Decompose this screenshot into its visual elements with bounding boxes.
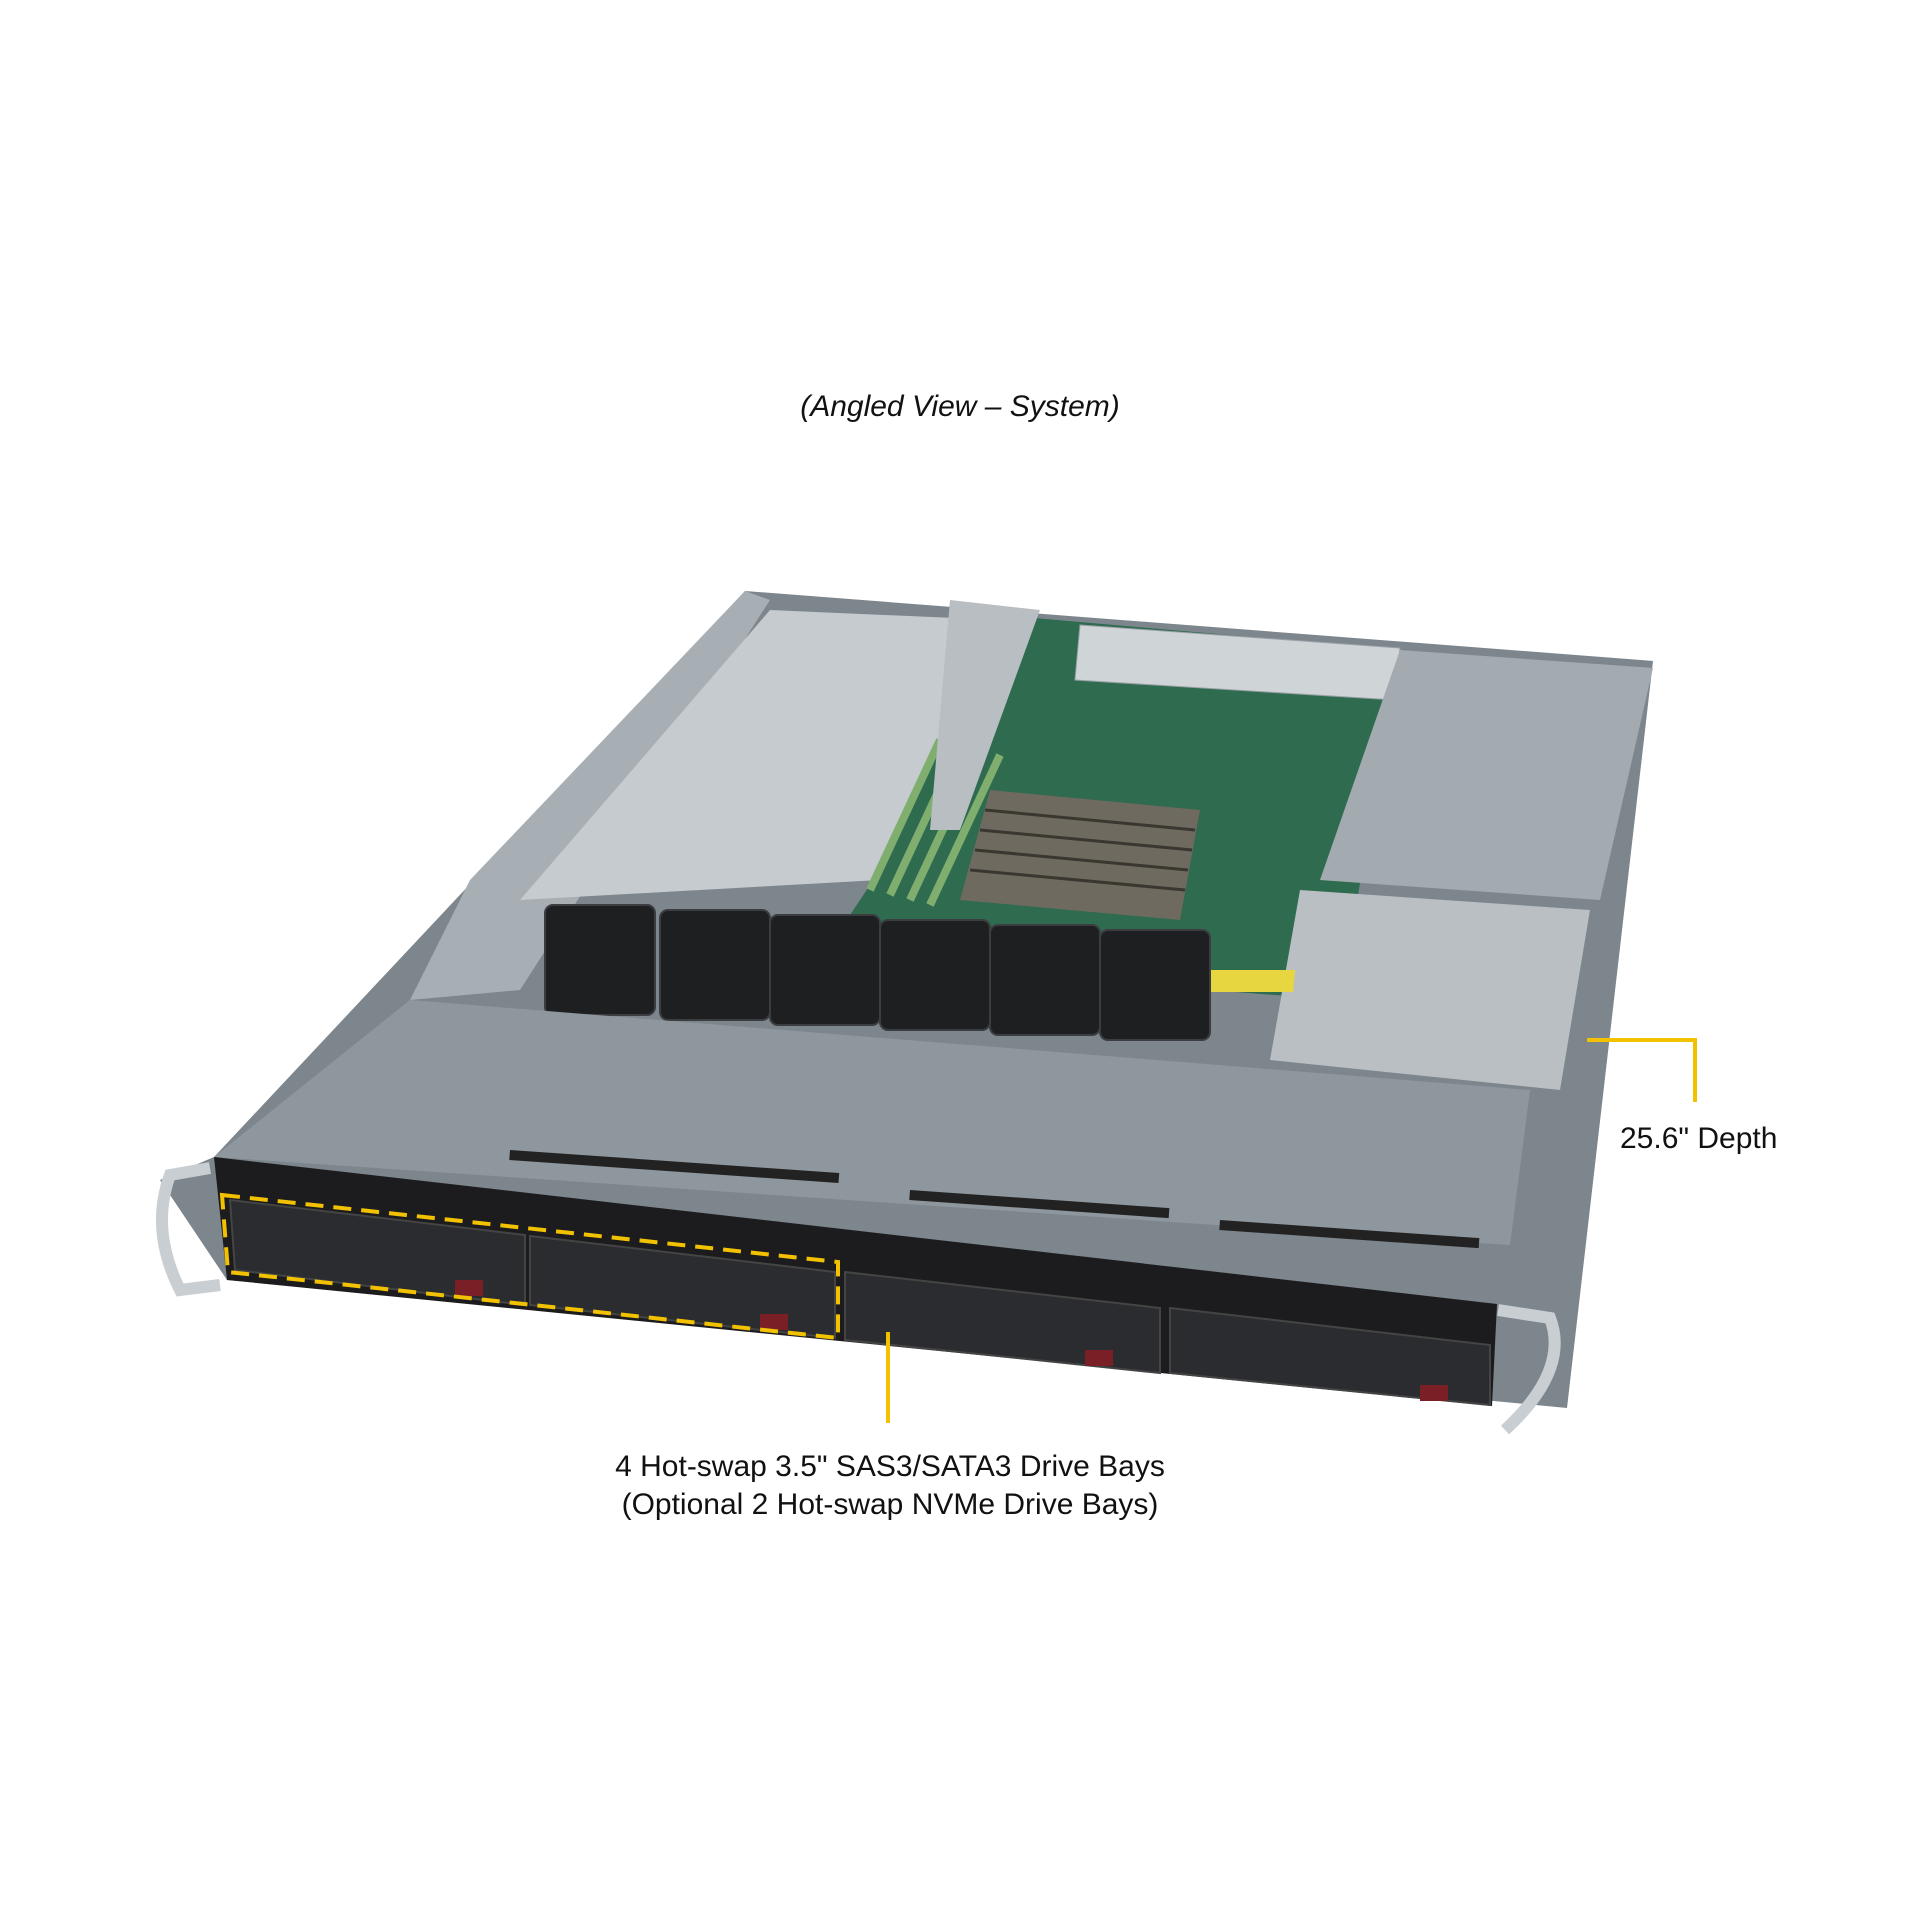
cooling-fans xyxy=(544,904,1211,1041)
drive-bays-label: 4 Hot-swap 3.5" SAS3/SATA3 Drive Bays (O… xyxy=(560,1448,1220,1524)
psu-warning-label xyxy=(1203,970,1296,992)
drive-bay-3 xyxy=(844,1270,1161,1375)
drive-bays-label-line1: 4 Hot-swap 3.5" SAS3/SATA3 Drive Bays xyxy=(615,1450,1165,1483)
top-cover xyxy=(214,1000,1530,1245)
chassis-floor xyxy=(520,610,1000,900)
heatsink-fins xyxy=(969,808,1196,892)
power-supply xyxy=(1320,650,1653,900)
cpu-heatsink xyxy=(960,790,1200,920)
depth-label: 25.6" Depth xyxy=(1620,1122,1778,1155)
rack-ear-left xyxy=(156,1162,221,1297)
chassis-left-wall xyxy=(410,591,770,1000)
vent-slots xyxy=(509,1150,1480,1249)
riser-bracket xyxy=(930,600,1040,830)
depth-callout-line xyxy=(1587,1038,1697,1102)
drive-release-buttons xyxy=(455,1280,1448,1401)
psu-box xyxy=(1270,890,1590,1090)
rack-ear-right xyxy=(1497,1304,1561,1435)
drive-bays-label-line2: (Optional 2 Hot-swap NVMe Drive Bays) xyxy=(621,1488,1159,1521)
drive-bay-4 xyxy=(1169,1306,1491,1407)
view-title: (Angled View – System) xyxy=(800,390,1120,423)
